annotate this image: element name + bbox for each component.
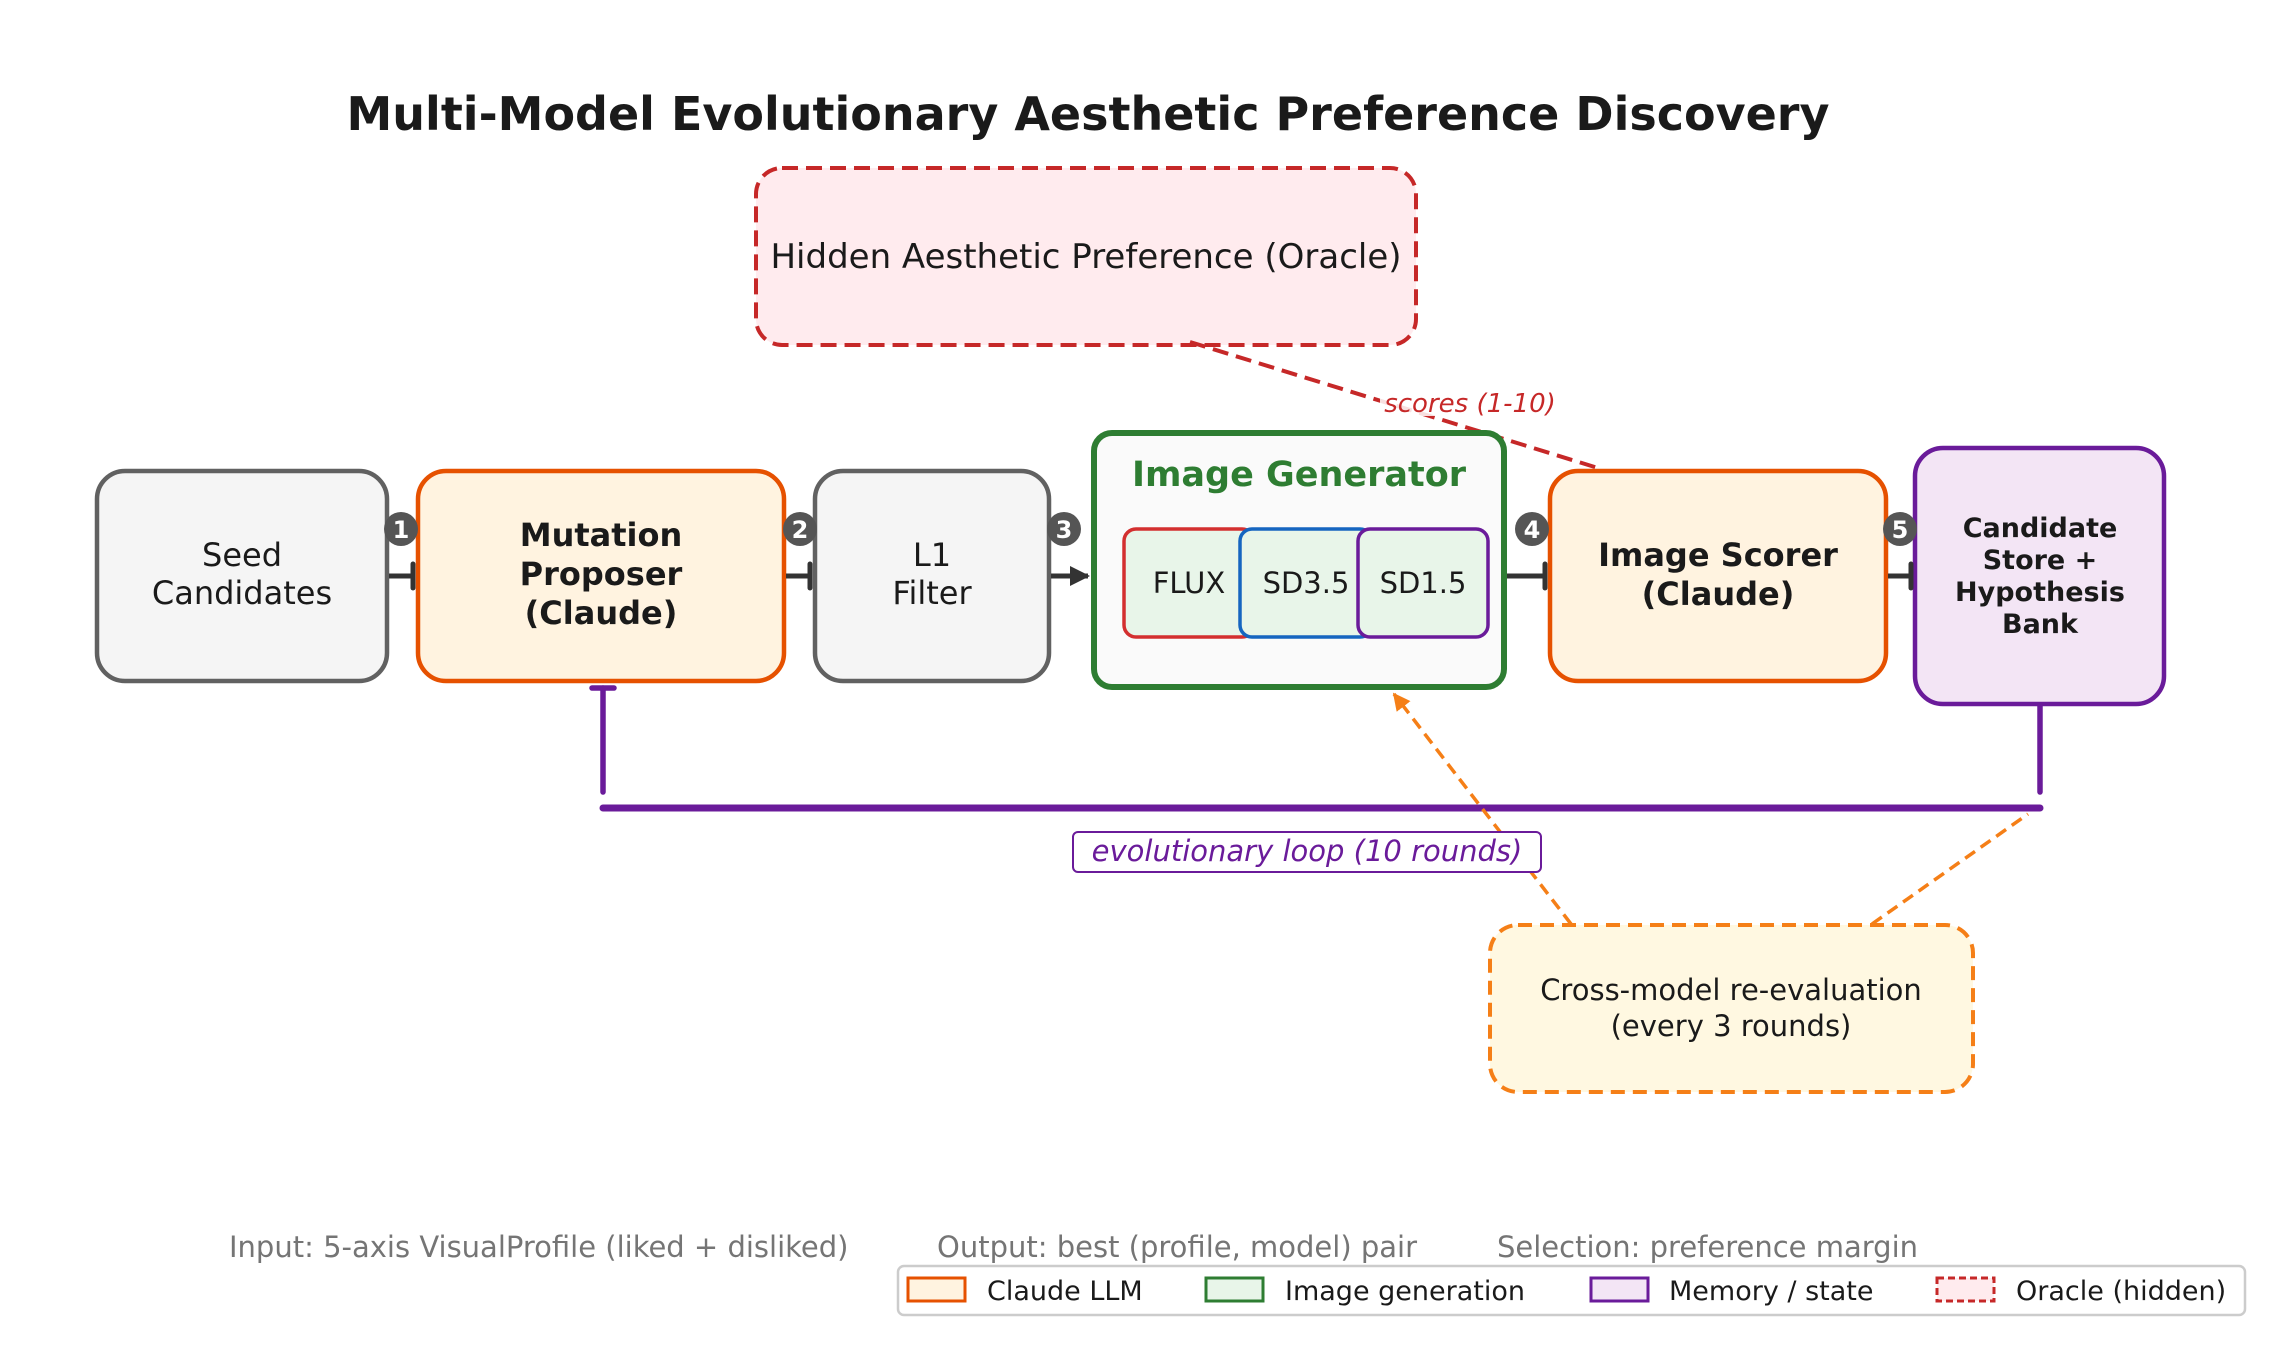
l1-filter-node: L1 Filter	[812, 468, 1052, 684]
store-label-line-2: Store +	[1983, 545, 2098, 576]
step-badge-5-label: 5	[1892, 516, 1909, 544]
step-badge-3	[1047, 512, 1081, 546]
footer-output: Output: best (profile, model) pair	[937, 1230, 1417, 1264]
diagram-title: Multi-Model Evolutionary Aesthetic Prefe…	[347, 87, 1830, 141]
mutation-box	[415, 468, 787, 684]
legend-swatch-generation	[1204, 1276, 1265, 1303]
legend-label-generation: Image generation	[1285, 1276, 1525, 1307]
legend-label-oracle: Oracle (hidden)	[2016, 1276, 2226, 1307]
scores-label-bg	[1380, 384, 1560, 416]
seed-label-line-1: Seed	[202, 536, 282, 574]
candidate-store-node: Candidate Store + Hypothesis Bank	[1912, 445, 2167, 707]
scores-label: scores (1-10)	[1384, 389, 1556, 419]
oracle-box	[754, 166, 1418, 347]
generator-title: Image Generator	[1132, 455, 1467, 495]
cross-model-label-line-1: Cross-model re-evaluation	[1540, 973, 1922, 1007]
legend-label-memory: Memory / state	[1669, 1276, 1873, 1307]
step-badge-4-label: 4	[1524, 516, 1541, 544]
model-flux-label: FLUX	[1153, 566, 1226, 600]
seed-candidates-node: Seed Candidates	[94, 468, 390, 684]
seed-label-line-2: Candidates	[152, 574, 332, 612]
cross-to-loop-edge	[1870, 812, 2030, 926]
legend-swatch-oracle	[1935, 1276, 1996, 1303]
cross-to-generator-edge	[1392, 692, 1573, 926]
store-box	[1912, 445, 2167, 707]
oracle-label: Hidden Aesthetic Preference (Oracle)	[770, 237, 1401, 277]
cross-model-box	[1488, 923, 1975, 1094]
mutation-proposer-node: Mutation Proposer (Claude)	[415, 468, 787, 684]
mutation-label-line-1: Mutation	[520, 516, 683, 554]
scorer-label-line-1: Image Scorer	[1598, 536, 1838, 574]
step-badge-3-label: 3	[1056, 516, 1073, 544]
model-sd15-label: SD1.5	[1380, 566, 1467, 600]
filter-box	[812, 468, 1052, 684]
step-badge-2-label: 2	[792, 516, 809, 544]
scorer-label-line-2: (Claude)	[1642, 575, 1795, 613]
cross-model-node: Cross-model re-evaluation (every 3 round…	[1488, 923, 1975, 1094]
model-sd35-label: SD3.5	[1263, 566, 1350, 600]
oracle-node: Hidden Aesthetic Preference (Oracle)	[754, 166, 1418, 347]
legend-swatch-claude	[906, 1276, 967, 1303]
step-badge-1-label: 1	[393, 516, 410, 544]
step-badge-4	[1515, 512, 1549, 546]
image-scorer-node: Image Scorer (Claude)	[1547, 468, 1889, 684]
cross-model-label-line-2: (every 3 rounds)	[1611, 1009, 1852, 1043]
legend: Claude LLM Image generation Memory / sta…	[896, 1264, 2247, 1317]
image-generator-node: Image Generator FLUX SD3.5 SD1.5	[1091, 430, 1507, 690]
step-badges: 1 2 3 4 5	[384, 512, 1917, 546]
filter-label-line-2: Filter	[892, 574, 972, 612]
loop-label: evolutionary loop (10 rounds)	[1092, 834, 1523, 868]
footer-input: Input: 5-axis VisualProfile (liked + dis…	[229, 1230, 848, 1264]
forward-edges	[389, 561, 1914, 591]
filter-label-line-1: L1	[913, 536, 951, 574]
legend-swatch-memory	[1589, 1276, 1650, 1303]
loop-label-box	[1072, 831, 1542, 873]
step-badge-2	[783, 512, 817, 546]
seed-box	[94, 468, 390, 684]
step-badge-1	[384, 512, 418, 546]
evolutionary-loop	[589, 685, 2044, 812]
scorer-box	[1547, 468, 1889, 684]
legend-label-claude: Claude LLM	[987, 1276, 1143, 1307]
model-sd15-box	[1356, 527, 1490, 639]
footer-selection: Selection: preference margin	[1497, 1230, 1918, 1264]
step-badge-5	[1883, 512, 1917, 546]
footer-notes: Input: 5-axis VisualProfile (liked + dis…	[229, 1230, 1918, 1264]
mutation-label-line-2: Proposer	[520, 555, 683, 593]
store-label-line-1: Candidate	[1963, 513, 2118, 544]
store-label-line-4: Bank	[2002, 609, 2079, 640]
mutation-label-line-3: (Claude)	[525, 594, 678, 632]
store-label-line-3: Hypothesis	[1955, 577, 2125, 608]
